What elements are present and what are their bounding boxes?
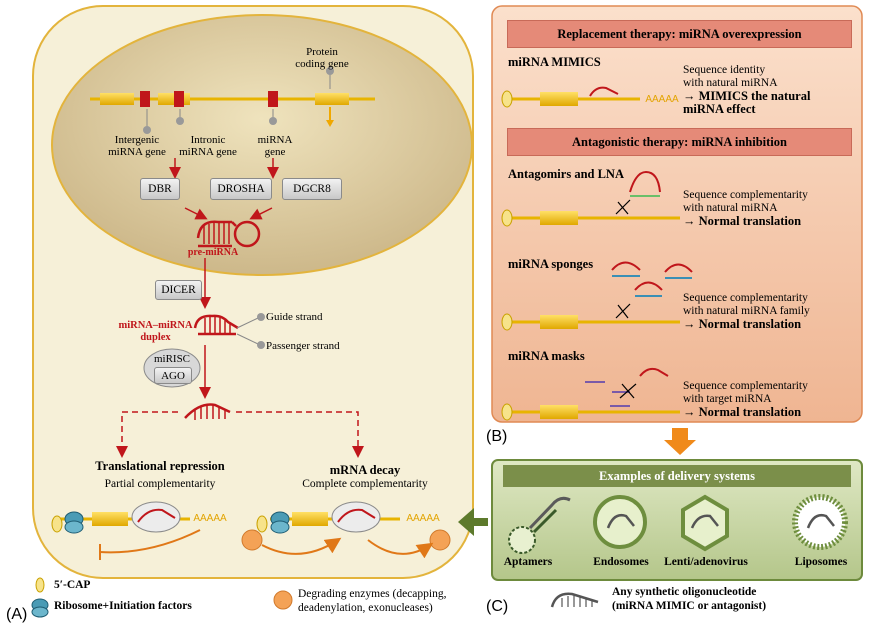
- mask-desc: Sequence complementarity with target miR…: [683, 380, 808, 419]
- lenti-icon: [681, 494, 729, 552]
- legend-enzymes-1: Degrading enzymes (decapping,: [298, 588, 447, 600]
- mimics-desc: Sequence identity with natural miRNA → M…: [683, 64, 810, 116]
- antagomir-construct: [501, 170, 680, 227]
- mimics-construct: [501, 86, 640, 108]
- legend-enzymes: Degrading enzymes (decapping, deadenylat…: [298, 587, 446, 615]
- mirna-locus: [140, 91, 150, 107]
- legend-ribosome: Ribosome+Initiation factors: [54, 600, 192, 612]
- mimics-desc-3: → MIMICS the natural: [683, 89, 811, 103]
- mirna-locus: [174, 91, 184, 107]
- legend-cap: 5′-CAP: [54, 579, 91, 591]
- nucleus: [51, 14, 473, 276]
- delivery-header: Examples of delivery systems: [599, 468, 755, 483]
- liposomes-label: Liposomes: [794, 556, 848, 568]
- antagonistic-header: Antagonistic therapy: miRNA inhibition: [507, 128, 852, 156]
- mimics-desc-1: Sequence identity: [683, 64, 766, 76]
- exon: [100, 93, 134, 105]
- legend-oligo-1: Any synthetic oligonucleotide: [612, 586, 757, 598]
- duplex-label: miRNA–miRNA duplex: [118, 320, 193, 343]
- panel-c: [491, 459, 863, 581]
- mrna-decay-sub: Complete complementarity: [302, 478, 428, 490]
- panel-a-label: (A): [6, 606, 28, 623]
- guide-strand-label: Guide strand: [266, 311, 323, 323]
- panel-b-label: (B): [486, 428, 508, 445]
- mask-desc-1: Sequence complementarity: [683, 380, 808, 392]
- drosha-box: DROSHA: [210, 178, 272, 200]
- mask-desc-3: → Normal translation: [683, 405, 802, 419]
- mirna-duplex: [193, 314, 239, 336]
- legend-oligo: Any synthetic oligonucleotide (miRNA MIM…: [612, 585, 766, 613]
- mirna-locus: [268, 91, 278, 107]
- endosomes-label: Endosomes: [593, 556, 649, 568]
- pre-mirna-label: pre-miRNA: [187, 247, 239, 258]
- panel-c-label: (C): [486, 598, 509, 615]
- sponge-title: miRNA sponges: [508, 257, 594, 271]
- antagomir-desc-2: with natural miRNA: [683, 202, 778, 214]
- polya-left: AAAAA: [193, 513, 227, 524]
- lenti-label: Lenti/adenovirus: [664, 556, 748, 568]
- dicer-box: DICER: [155, 280, 202, 300]
- liposome-icon: [792, 494, 848, 550]
- translational-repression-sub: Partial complementarity: [104, 478, 216, 490]
- mask-title: miRNA masks: [508, 349, 585, 363]
- mirna-gene-label: miRNA gene: [257, 134, 293, 158]
- antagomir-desc-3: → Normal translation: [683, 214, 802, 228]
- dgcr8-box: DGCR8: [282, 178, 342, 200]
- aptamers-label: Aptamers: [503, 556, 553, 568]
- protein-coding-gene-label: Protein coding gene: [295, 46, 349, 70]
- mimics-desc-2: with natural miRNA: [683, 77, 778, 89]
- polya-right: AAAAA: [406, 513, 440, 524]
- antagomir-title: Antagomirs and LNA: [508, 167, 624, 181]
- sponge-desc-2: with natural miRNA family: [683, 305, 810, 317]
- replacement-header: Replacement therapy: miRNA overexpressio…: [507, 20, 852, 48]
- sponge-construct: [501, 261, 693, 331]
- antagomir-desc-1: Sequence complementarity: [683, 189, 808, 201]
- arrow-b-to-c: [664, 428, 696, 455]
- legend-oligo-2: (miRNA MIMIC or antagonist): [612, 600, 767, 612]
- mimics-desc-4: miRNA effect: [683, 102, 756, 116]
- mature-mirna: [184, 403, 231, 419]
- sponge-desc: Sequence complementarity with natural mi…: [683, 292, 810, 331]
- intronic-label: Intronic miRNA gene: [179, 134, 237, 158]
- mask-desc-2: with target miRNA: [683, 393, 772, 405]
- sponge-desc-1: Sequence complementarity: [683, 292, 808, 304]
- ago-box: AGO: [154, 367, 192, 384]
- mask-construct: [501, 367, 680, 421]
- translational-repression-title: Translational repression: [95, 459, 225, 473]
- sponge-desc-3: → Normal translation: [683, 317, 802, 331]
- pre-mirna-hairpin: [196, 220, 261, 248]
- arrow-c-to-a: [458, 508, 488, 536]
- antagomir-desc: Sequence complementarity with natural mi…: [683, 189, 808, 228]
- intergenic-label: Intergenic miRNA gene: [108, 134, 166, 158]
- mimics-title: miRNA MIMICS: [508, 55, 601, 69]
- mimics-polya: AAAAA: [645, 94, 679, 105]
- aptamer-icon: [508, 496, 571, 554]
- dbr-box: DBR: [140, 178, 180, 200]
- endosome-icon: [593, 495, 647, 549]
- mirisc-label: miRISC: [153, 353, 191, 365]
- legend-enzymes-2: deadenylation, exonucleases): [298, 602, 433, 614]
- exon: [315, 93, 349, 105]
- passenger-strand-label: Passenger strand: [266, 340, 340, 352]
- panel-b: [491, 5, 863, 423]
- mrna-decay-title: mRNA decay: [329, 463, 401, 477]
